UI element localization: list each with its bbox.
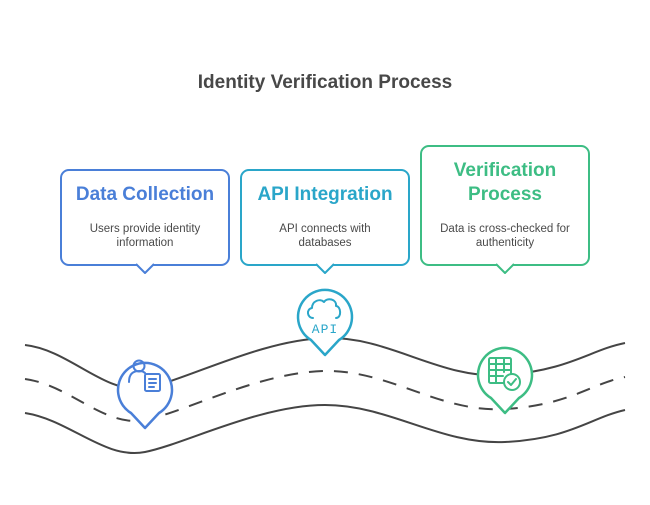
card-pointer — [495, 263, 515, 274]
step-description: Users provide identity information — [89, 223, 201, 249]
step-card-verification-process: Verification Process Data is cross-check… — [420, 145, 590, 266]
cloud-api-icon: API — [307, 298, 342, 337]
step-title: API Integration — [257, 184, 393, 205]
diagram-title: Identity Verification Process — [197, 72, 453, 93]
road-bottom-edge — [24, 403, 626, 455]
marker-verification-process — [476, 346, 534, 415]
marker-data-collection — [116, 359, 174, 430]
api-label: API — [312, 322, 338, 337]
step-title: Data Collection — [75, 184, 215, 205]
table-check-icon — [488, 357, 521, 391]
road-center-line — [24, 369, 626, 422]
step-card-api-integration: API Integration API connects with databa… — [240, 169, 410, 266]
step-description: Data is cross-checked for authenticity — [440, 223, 570, 249]
step-card-data-collection: Data Collection Users provide identity i… — [60, 169, 230, 266]
step-title: Verification Process — [453, 160, 557, 205]
marker-api-integration: API — [296, 288, 354, 357]
step-description: API connects with databases — [279, 223, 371, 249]
user-form-icon — [128, 359, 161, 392]
card-pointer — [315, 263, 335, 274]
card-pointer — [135, 263, 155, 274]
